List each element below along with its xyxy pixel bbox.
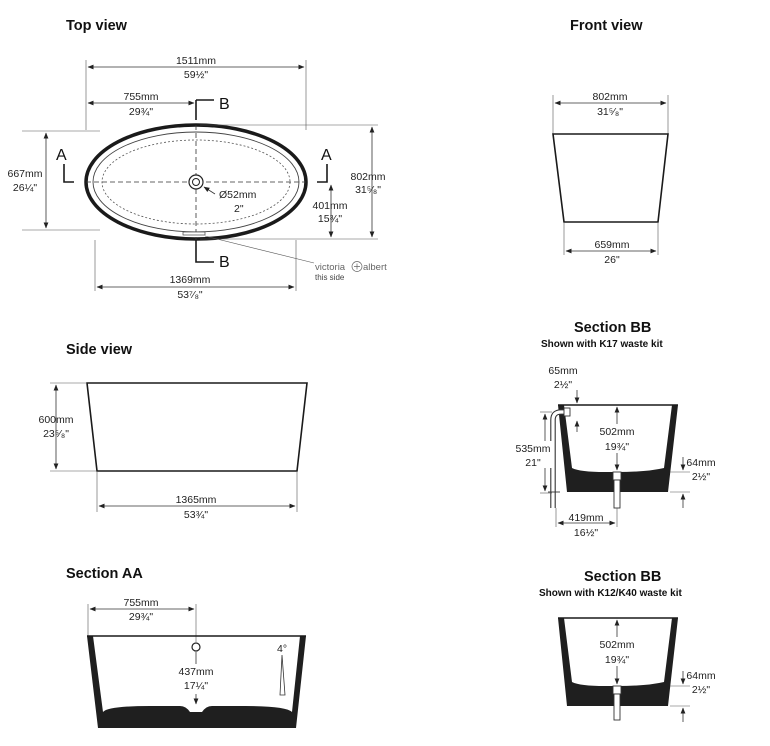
- dim-437-mm: 437mm: [178, 666, 213, 678]
- overflow-icon: [191, 642, 201, 652]
- dim-502-mm: 502mm: [599, 426, 634, 438]
- dim-802-front-mm: 802mm: [592, 91, 627, 103]
- side-view: Side view 600mm 23⁵⁄₈" 1365mm 53¾": [38, 342, 308, 521]
- dim-802-in: 31⁵⁄₈": [355, 184, 381, 196]
- section-aa-title: Section AA: [66, 566, 143, 582]
- dim-755-aa-mm: 755mm: [123, 597, 158, 609]
- dim-1511-mm: 1511mm: [176, 55, 216, 67]
- dim-401-in: 15¾": [318, 213, 342, 225]
- dim-419-in: 16½": [574, 527, 598, 539]
- section-aa: Section AA 755mm 29¾" 437mm 17¼" 4°: [66, 566, 306, 728]
- dim-755-aa-in: 29¾": [129, 611, 153, 623]
- section-b-label-top: B: [219, 96, 230, 113]
- section-bb-k17-subtitle: Shown with K17 waste kit: [541, 339, 663, 350]
- front-bath-body: [552, 133, 669, 223]
- dim-755-in: 29¾": [129, 106, 153, 118]
- dim-659-in: 26": [604, 254, 620, 266]
- front-view-title: Front view: [570, 18, 643, 34]
- waste-pipe-k12: [613, 693, 621, 721]
- dim-535-in: 21": [525, 457, 541, 469]
- dim-1369-mm: 1369mm: [170, 274, 211, 286]
- dim-64-k17-in: 2½": [692, 471, 711, 483]
- dim-659-mm: 659mm: [594, 239, 629, 251]
- dim-667-in: 26¼": [13, 182, 37, 194]
- side-view-title: Side view: [66, 342, 133, 358]
- dim-502-in: 19¾": [605, 441, 629, 453]
- dim-1511-in: 59½": [184, 69, 208, 81]
- dim-64-k12-in: 2½": [692, 684, 711, 696]
- dim-667-mm: 667mm: [7, 168, 42, 180]
- dim-401-mm: 401mm: [312, 200, 347, 212]
- section-b-marker-top: [195, 99, 214, 120]
- dim-64-k17-mm: 64mm: [686, 457, 715, 469]
- angle-indicator: [279, 654, 286, 696]
- dim-65-in: 2½": [554, 379, 573, 391]
- dim-535-bg: [514, 441, 552, 468]
- dim-437-bg: [175, 664, 217, 694]
- dim-angle: 4°: [277, 643, 287, 655]
- waste-pipe: [613, 479, 621, 509]
- brand-logo-plus: [354, 263, 360, 270]
- dim-1365-in: 53¾": [184, 509, 208, 521]
- dim-1365-mm: 1365mm: [176, 494, 217, 506]
- side-bath-body: [86, 382, 308, 472]
- dim-600-in: 23⁵⁄₈": [43, 428, 69, 440]
- dim-600-mm: 600mm: [38, 414, 73, 426]
- dim-419-mm: 419mm: [568, 512, 603, 524]
- overflow-pipe-inner: [551, 410, 567, 508]
- dim-802-mm: 802mm: [350, 171, 385, 183]
- section-a-label-left: A: [56, 147, 67, 164]
- brand-note: this side: [315, 273, 345, 282]
- dim-802-front-in: 31⁵⁄₈": [597, 106, 623, 118]
- section-b-marker-bottom: [195, 240, 214, 263]
- top-waste-outer: [188, 174, 204, 190]
- brand-logo-left: victoria: [315, 262, 346, 273]
- dim-waste-in: 2": [234, 203, 244, 215]
- section-bb-k12: Section BB Shown with K12/K40 waste kit …: [539, 569, 716, 722]
- waste-icon: [192, 178, 200, 186]
- section-b-label-bottom: B: [219, 254, 230, 271]
- dim-502-k12-mm: 502mm: [599, 639, 634, 651]
- top-view-title: Top view: [66, 18, 128, 34]
- section-a-marker-right: [317, 164, 328, 183]
- dim-502-k12-in: 19¾": [605, 654, 629, 666]
- dim-755-mm: 755mm: [123, 91, 158, 103]
- front-view: Front view 802mm 31⁵⁄₈" 659mm 26": [552, 18, 669, 266]
- dim-65-mm: 65mm: [548, 365, 577, 377]
- section-bb-k12-title: Section BB: [584, 569, 661, 585]
- dim-502-bg: [596, 424, 638, 453]
- brand-logo-icon: [351, 261, 363, 272]
- top-view: Top view 1511mm 59½" 755mm 29¾" B Ø52mm …: [7, 18, 387, 301]
- section-bb-k12-subtitle: Shown with K12/K40 waste kit: [539, 588, 682, 599]
- dim-64-k12-mm: 64mm: [686, 670, 715, 682]
- section-a-marker-left: [63, 164, 74, 183]
- dim-waste-mm: Ø52mm: [219, 189, 257, 201]
- logo-badge: [182, 231, 206, 236]
- waste-fitting-k12: [612, 685, 622, 695]
- dim-502-k12-bg: [596, 637, 638, 666]
- dim-1369-in: 53⁷⁄₈": [177, 289, 203, 301]
- dim-535-mm: 535mm: [515, 443, 550, 455]
- brand-logo-right: albert: [363, 262, 387, 273]
- overflow-fitting: [563, 407, 571, 417]
- waste-leader: [203, 186, 216, 195]
- dim-437-in: 17¼": [184, 680, 208, 692]
- waste-fitting: [612, 471, 622, 481]
- section-bb-k17-title: Section BB: [574, 320, 651, 336]
- section-a-label-right: A: [321, 147, 332, 164]
- section-bb-k17: Section BB Shown with K17 waste kit 65mm…: [514, 320, 716, 539]
- section-aa-shell: [87, 636, 306, 728]
